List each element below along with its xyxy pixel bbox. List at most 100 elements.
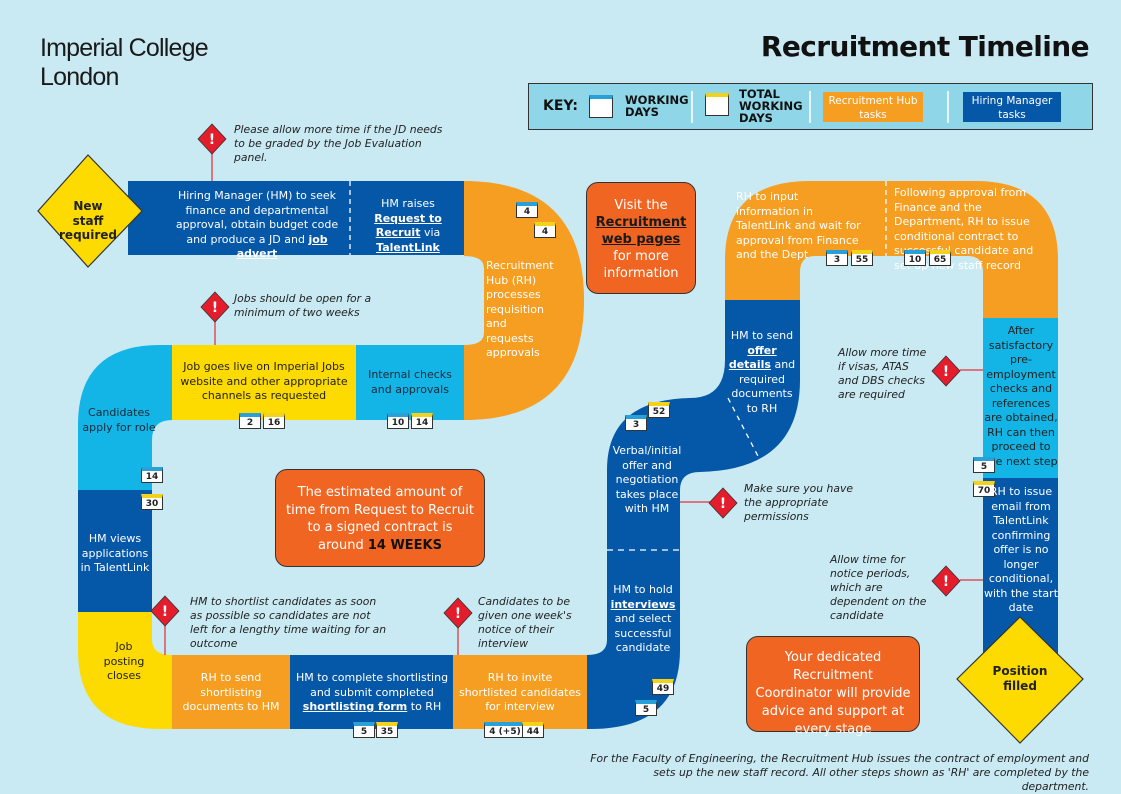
path-segment-yellow-2 <box>78 612 172 729</box>
start-diamond <box>37 154 143 268</box>
svg-text:!: ! <box>720 496 726 512</box>
working-days-badge: 5 <box>353 722 375 738</box>
total-days-badge: 55 <box>851 250 873 266</box>
note-visas: Allow more time if visas, ATAS and DBS c… <box>838 346 927 401</box>
coordinator-callout: Your dedicated Recruitment Coordinator w… <box>746 636 920 737</box>
total-days-badge: 4 <box>534 222 556 238</box>
total-days-badge: 70 <box>973 481 995 497</box>
working-days-badge: 3 <box>826 250 848 266</box>
total-days-badge: 14 <box>411 413 433 429</box>
step-hm-views: HM views applications in TalentLink <box>80 532 150 574</box>
path-segment-rh-3 <box>453 655 587 729</box>
note-interview-notice: Candidates to be given one week's notice… <box>478 595 572 650</box>
working-days-badge: 3 <box>625 415 647 431</box>
key-rh-tasks: Recruitment Hub tasks <box>823 92 923 122</box>
note-notice-periods: Allow time for notice periods, which are… <box>830 553 927 622</box>
key-divider <box>691 91 693 123</box>
warning-icon: ! <box>197 123 227 155</box>
job-advert-link[interactable]: job advert <box>236 232 328 261</box>
working-days-badge: 14 <box>141 467 163 483</box>
end-node: Position filled <box>992 664 1048 693</box>
offer-details-link[interactable]: offer details <box>728 343 777 372</box>
path-segment-hm-2 <box>78 490 152 612</box>
step-raise-request: HM raises Request to Recruit via TalentL… <box>374 197 442 254</box>
working-days-badge: 5 <box>635 700 657 716</box>
talentlink-link[interactable]: TalentLink <box>376 240 440 254</box>
imperial-logo: Imperial College London <box>40 34 209 91</box>
step-complete-shortlisting: HM to complete shortlisting and submit c… <box>295 671 449 713</box>
path-segment-rh-2 <box>172 655 290 729</box>
request-to-recruit-link[interactable]: Request to Recruit <box>374 211 442 240</box>
key-divider <box>947 91 949 123</box>
total-days-badge: 35 <box>376 722 398 738</box>
working-days-calendar-icon <box>589 95 613 118</box>
step-invite-candidates: RH to invite shortlisted candidates for … <box>458 671 581 713</box>
step-candidates-apply: Candidates apply for role <box>82 406 156 434</box>
warning-icon: ! <box>931 355 961 387</box>
end-diamond <box>956 616 1084 744</box>
note-open-two-weeks: Jobs should be open for a minimum of two… <box>234 292 372 319</box>
warning-icon: ! <box>443 597 473 629</box>
total-days-badge: 30 <box>141 494 163 510</box>
step-verbal-offer: Verbal/initial offer and negotiation tak… <box>612 444 682 515</box>
step-send-shortlisting: RH to send shortlisting documents to HM <box>182 671 280 713</box>
step-posting-closes: Job posting closes <box>103 640 145 682</box>
shortlisting-form-link[interactable]: shortlisting form <box>302 700 408 713</box>
path-segment-external-2 <box>78 345 172 490</box>
working-days-badge: 10 <box>387 413 409 429</box>
key-divider <box>809 91 811 123</box>
svg-text:!: ! <box>209 132 215 148</box>
warning-icon: ! <box>200 291 230 323</box>
path-segment-external-1 <box>356 345 464 420</box>
start-node: New staff required <box>59 199 117 242</box>
path-segment-hm-3 <box>290 655 453 729</box>
warning-icon: ! <box>931 565 961 597</box>
key-label: KEY: <box>543 98 578 114</box>
svg-text:!: ! <box>455 606 461 622</box>
working-days-badge: 5 <box>973 457 995 473</box>
step-confirm-email: RH to issue email from TalentLink confir… <box>984 485 1059 614</box>
footer-note: For the Faculty of Engineering, the Recr… <box>590 752 1089 793</box>
estimate-callout: The estimated amount of time from Reques… <box>275 469 485 567</box>
step-send-offer-details: HM to send offer details and required do… <box>728 329 796 415</box>
note-shortlist-quickly: HM to shortlist candidates as soon as po… <box>190 595 387 650</box>
recruitment-web-pages-link[interactable]: Recruitment web pages <box>595 215 687 247</box>
step-job-live: Job goes live on Imperial Jobs website a… <box>180 360 348 402</box>
total-days-calendar-icon <box>705 93 729 116</box>
path-segment-external-3 <box>983 318 1058 478</box>
warning-icon: ! <box>708 487 738 519</box>
working-days-badge: 10 <box>904 250 926 266</box>
svg-text:!: ! <box>943 364 949 380</box>
total-days-badge: 49 <box>652 679 674 695</box>
svg-text:!: ! <box>162 604 168 620</box>
step-seek-approval: Hiring Manager (HM) to seek finance and … <box>175 189 339 261</box>
interviews-link[interactable]: interviews <box>610 597 676 611</box>
total-days-badge: 65 <box>929 250 951 266</box>
step-input-talentlink: RH to input information in TalentLink an… <box>736 190 861 261</box>
path-segment-rh-4 <box>725 181 1058 318</box>
step-issue-contract: Following approval from Finance and the … <box>894 186 1034 272</box>
path-segment-hm-1 <box>128 181 464 255</box>
working-days-badge: 2 <box>239 413 261 429</box>
page-title: Recruitment Timeline <box>760 30 1090 63</box>
note-jd-grading: Please allow more time if the JD needs t… <box>234 123 443 164</box>
svg-text:!: ! <box>212 300 218 316</box>
note-permissions: Make sure you have the appropriate permi… <box>744 482 854 523</box>
working-days-badge: 4 (+5) <box>484 722 526 738</box>
svg-text:!: ! <box>943 574 949 590</box>
path-segment-yellow-1 <box>172 345 356 420</box>
total-days-badge: 52 <box>648 402 670 418</box>
step-hold-interviews: HM to hold interviews and select success… <box>610 583 676 654</box>
key-working-days: WORKING DAYS <box>625 93 689 119</box>
step-pre-employment-checks: After satisfactory pre-employment checks… <box>984 324 1058 468</box>
key-legend: KEY: WORKING DAYS TOTAL WORKING DAYS Rec… <box>528 83 1093 130</box>
step-rh-processes: Recruitment Hub (RH) processes requisiti… <box>486 259 554 359</box>
key-hm-tasks: Hiring Manager tasks <box>963 92 1061 122</box>
visit-web-pages-callout: Visit the Recruitment web pages for more… <box>586 182 696 294</box>
step-internal-checks: Internal checks and approvals <box>368 368 452 396</box>
total-days-badge: 16 <box>263 413 285 429</box>
warning-icon: ! <box>150 595 180 627</box>
working-days-badge: 4 <box>516 202 538 218</box>
path-segment-hm-4 <box>587 300 800 729</box>
